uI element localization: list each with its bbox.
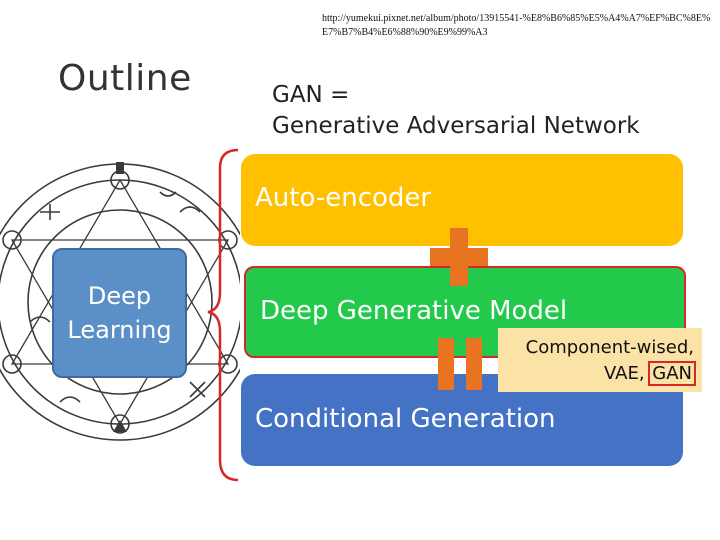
gan-definition: GAN = Generative Adversarial Network <box>272 80 640 142</box>
deep-learning-box: Deep Learning <box>52 248 187 378</box>
plus-icon <box>430 228 488 286</box>
component-note-line2: VAE, GAN <box>502 361 696 387</box>
autoencoder-label: Auto-encoder <box>255 183 432 213</box>
deep-learning-line1: Deep <box>87 282 152 310</box>
component-note-line1: Component-wised, <box>525 337 694 358</box>
gan-definition-line2: Generative Adversarial Network <box>272 113 640 139</box>
deep-generative-model-label: Deep Generative Model <box>260 296 568 326</box>
component-note: Component-wised, VAE, GAN <box>498 328 702 392</box>
bracket-icon <box>207 148 239 482</box>
slide-title: Outline <box>58 58 192 99</box>
conditional-generation-label: Conditional Generation <box>255 404 556 434</box>
component-note-prefix: VAE, <box>603 363 651 384</box>
equals-icon <box>434 338 488 390</box>
gan-definition-line1: GAN = <box>272 82 350 108</box>
source-url: http://yumekui.pixnet.net/album/photo/13… <box>322 13 711 38</box>
deep-learning-line2: Learning <box>67 316 172 344</box>
gan-highlight: GAN <box>648 361 696 386</box>
